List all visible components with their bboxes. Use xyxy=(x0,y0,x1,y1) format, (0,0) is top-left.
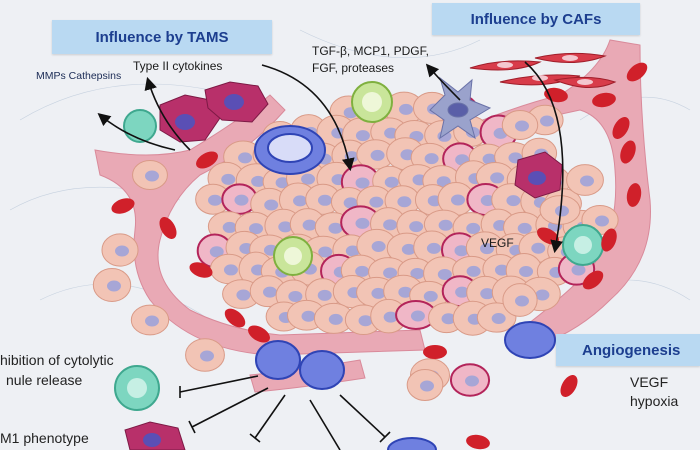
tumor-cell xyxy=(449,363,491,397)
red-blood-cell xyxy=(189,262,213,278)
red-blood-cell xyxy=(626,62,648,82)
red-blood-cell xyxy=(224,308,246,328)
dendritic-cell xyxy=(429,76,492,140)
red-blood-cells xyxy=(111,62,648,450)
tumor-cell xyxy=(406,369,444,401)
red-blood-cell xyxy=(612,117,630,139)
red-blood-cell xyxy=(601,228,617,252)
red-blood-cell xyxy=(111,198,135,214)
tumor-cell xyxy=(356,139,395,170)
red-blood-cell xyxy=(582,270,604,290)
label-tgf-line2: FGF, proteases xyxy=(312,61,395,75)
label-tgf-line1: TGF-β, MCP1, PDGF, xyxy=(312,44,429,58)
heading-cafs: Influence by CAFs xyxy=(432,3,640,35)
red-blood-cell xyxy=(196,151,218,169)
tumor-cell xyxy=(185,338,225,372)
tumor-cell xyxy=(314,212,353,243)
red-blood-cell xyxy=(423,345,447,359)
tumor-cell xyxy=(313,302,354,334)
red-blood-cell xyxy=(626,183,642,207)
heading-angiogenesis: Angiogenesis xyxy=(556,334,700,366)
tumor-cell xyxy=(502,283,538,317)
tumor-cell xyxy=(395,299,437,330)
tumor-cell xyxy=(132,159,168,191)
t-cells xyxy=(254,125,556,450)
heading-tams: Influence by TAMS xyxy=(52,20,272,54)
tumor-cell xyxy=(209,253,249,285)
tumor-cell xyxy=(501,110,539,140)
red-blood-cell xyxy=(466,434,490,450)
red-blood-cell xyxy=(592,92,616,108)
red-blood-cell xyxy=(248,325,270,343)
label-vegf-center: VEGF xyxy=(481,236,514,250)
tumor-cell xyxy=(566,164,604,196)
green-cells xyxy=(114,81,604,411)
tumor-cell xyxy=(130,304,170,336)
label-mmps-cathepsins: MMPs Cathepsins xyxy=(36,70,122,82)
red-blood-cell xyxy=(159,217,177,239)
red-blood-cell xyxy=(560,375,578,397)
tumor-cell xyxy=(101,233,139,267)
label-m1-phenotype: M1 phenotype xyxy=(0,430,89,446)
tumor-cell xyxy=(195,183,231,215)
tumor-cell xyxy=(92,268,132,302)
label-vegf-right: VEGF xyxy=(630,374,669,390)
tumor-cell xyxy=(221,183,258,215)
label-inhibition-line1: hibition of cytolytic xyxy=(0,352,114,368)
arrows xyxy=(97,61,564,450)
tumor-cell-mass xyxy=(92,91,619,401)
label-type-ii-cytokines: Type II cytokines xyxy=(133,59,223,73)
red-blood-cell xyxy=(620,140,636,164)
label-inhibition-line2: nule release xyxy=(6,372,83,388)
label-hypoxia: hypoxia xyxy=(630,393,679,409)
